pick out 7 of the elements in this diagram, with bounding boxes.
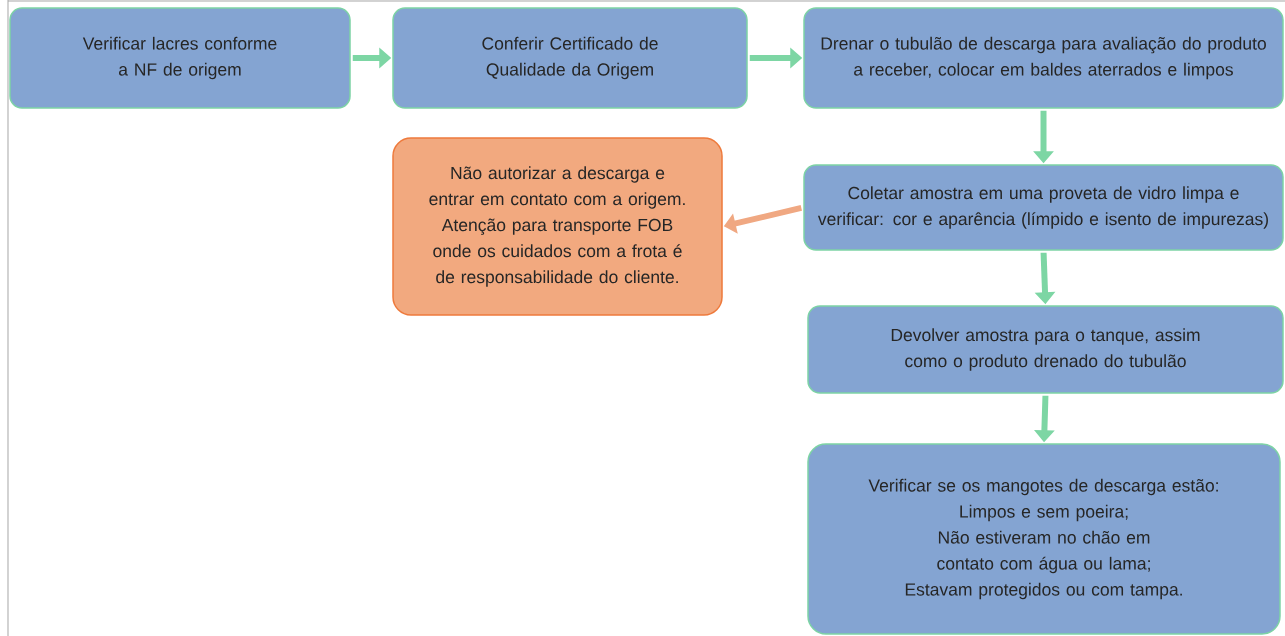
process-box: Não autorizar a descarga e entrar em contato com a origem. Atenção para transporte FOB onde os cuidados com a frota é de responsabilidade do cliente. — [392, 137, 723, 316]
process-box: Verificar lacres conforme a NF de origem — [9, 7, 351, 109]
process-box: Drenar o tubulão de descarga para avaliação do produto a receber, colocar em baldes aterrados e limpos — [803, 7, 1284, 109]
process-box: Coletar amostra em uma proveta de vidro limpa e verificar: cor e aparência (límpido e isento de impurezas) — [803, 164, 1284, 251]
process-box: Verificar se os mangotes de descarga estão: Limpos e sem poeira; Não estiveram no chão em contato com água ou lama; Estavam protegidos ou com tampa. — [807, 443, 1281, 635]
process-box: Devolver amostra para o tanque, assim como o produto drenado do tubulão — [807, 305, 1284, 394]
process-box: Conferir Certificado de Qualidade da Origem — [392, 7, 748, 109]
